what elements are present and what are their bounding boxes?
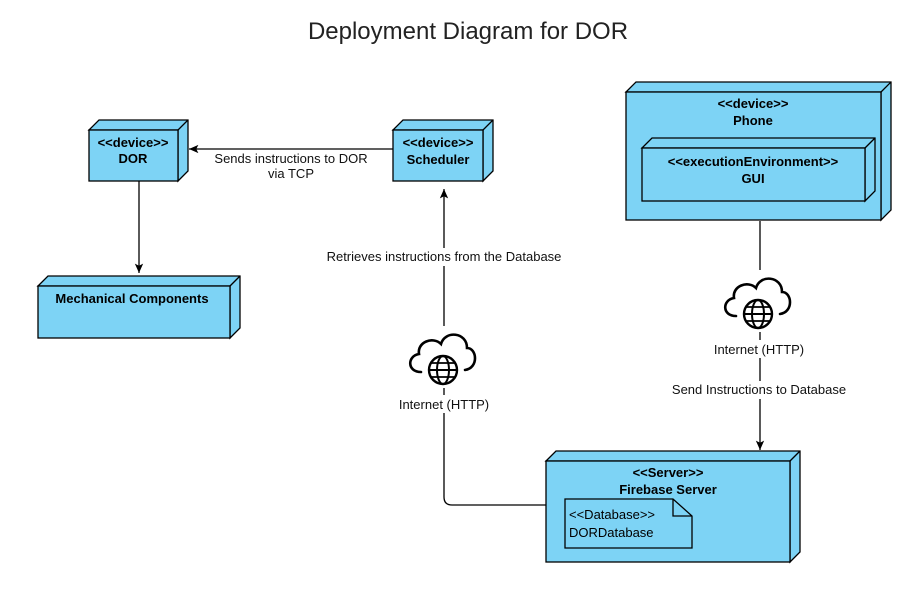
- node-dor-name: DOR: [119, 151, 149, 166]
- diagram-title: Deployment Diagram for DOR: [308, 18, 628, 45]
- node-dor-stereotype: <<device>>: [98, 135, 169, 150]
- node-gui[interactable]: <<executionEnvironment>> GUI: [640, 137, 876, 203]
- node-gui-stereotype: <<executionEnvironment>>: [668, 154, 839, 169]
- edge-scheduler-to-dor-label-2: via TCP: [268, 166, 314, 181]
- node-phone-name: Phone: [733, 113, 773, 128]
- artifact-database[interactable]: <<Database>> DORDatabase: [564, 498, 693, 549]
- node-dor[interactable]: <<device>> DOR: [87, 119, 189, 183]
- edge-firebase-to-scheduler: [439, 189, 546, 506]
- node-mechanical-components[interactable]: Mechanical Components: [36, 275, 241, 340]
- artifact-database-stereotype: <<Database>>: [569, 507, 655, 522]
- cloud-internet-right: Internet (HTTP): [700, 270, 818, 358]
- node-phone-stereotype: <<device>>: [718, 96, 789, 111]
- node-gui-name: GUI: [741, 171, 764, 186]
- node-firebase-name: Firebase Server: [619, 482, 717, 497]
- node-firebase-stereotype: <<Server>>: [633, 465, 704, 480]
- node-scheduler[interactable]: <<device>> Scheduler: [391, 119, 494, 183]
- node-mechanical-name: Mechanical Components: [55, 291, 208, 306]
- cloud-internet-left: Internet (HTTP): [386, 326, 502, 413]
- node-scheduler-stereotype: <<device>>: [403, 135, 474, 150]
- cloud-right-label: Internet (HTTP): [714, 342, 804, 357]
- edge-firebase-to-scheduler-label: Retrieves instructions from the Database: [327, 249, 562, 264]
- cloud-left-label: Internet (HTTP): [399, 397, 489, 412]
- node-phone[interactable]: <<device>> Phone <<executionEnvironment>…: [624, 81, 892, 222]
- node-firebase-server[interactable]: <<Server>> Firebase Server <<Database>> …: [544, 450, 801, 564]
- node-scheduler-name: Scheduler: [407, 152, 470, 167]
- artifact-database-name: DORDatabase: [569, 525, 654, 540]
- edge-phone-to-firebase-label: Send Instructions to Database: [672, 382, 846, 397]
- edge-scheduler-to-dor-label-1: Sends instructions to DOR: [214, 151, 367, 166]
